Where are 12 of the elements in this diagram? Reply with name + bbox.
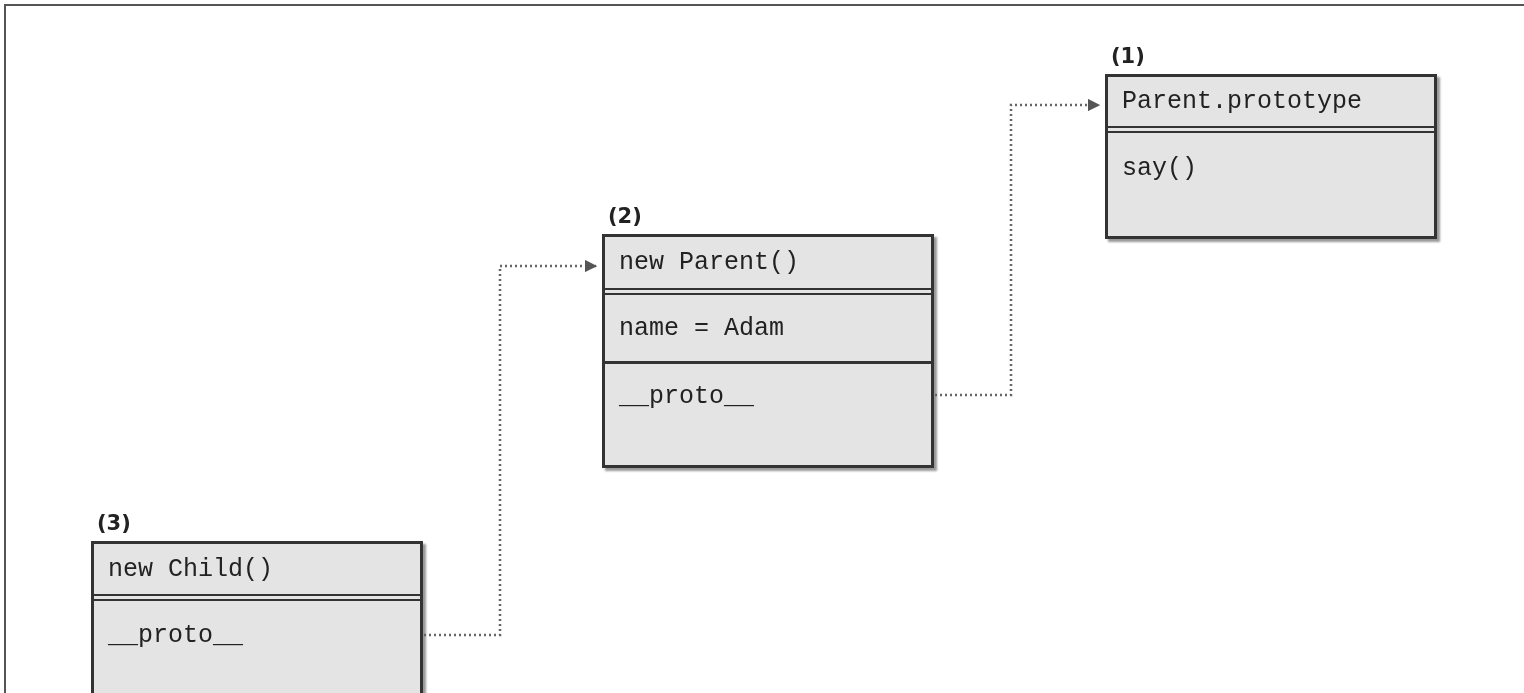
object-member-row: say(): [1108, 133, 1434, 203]
object-header-row: new Child(): [94, 544, 420, 601]
object-member-row: __proto__: [94, 601, 420, 669]
object-number: (2): [608, 203, 642, 230]
object-header-row: Parent.prototype: [1108, 77, 1434, 133]
object-member-row: name = Adam: [605, 295, 931, 361]
dotted-arrow: [935, 98, 1101, 397]
object-number: (3): [97, 510, 131, 537]
object-number: (1): [1111, 43, 1145, 70]
object-member-row: __proto__: [605, 361, 931, 429]
dotted-arrow: [424, 259, 598, 637]
object-header-row: new Parent(): [605, 237, 931, 295]
